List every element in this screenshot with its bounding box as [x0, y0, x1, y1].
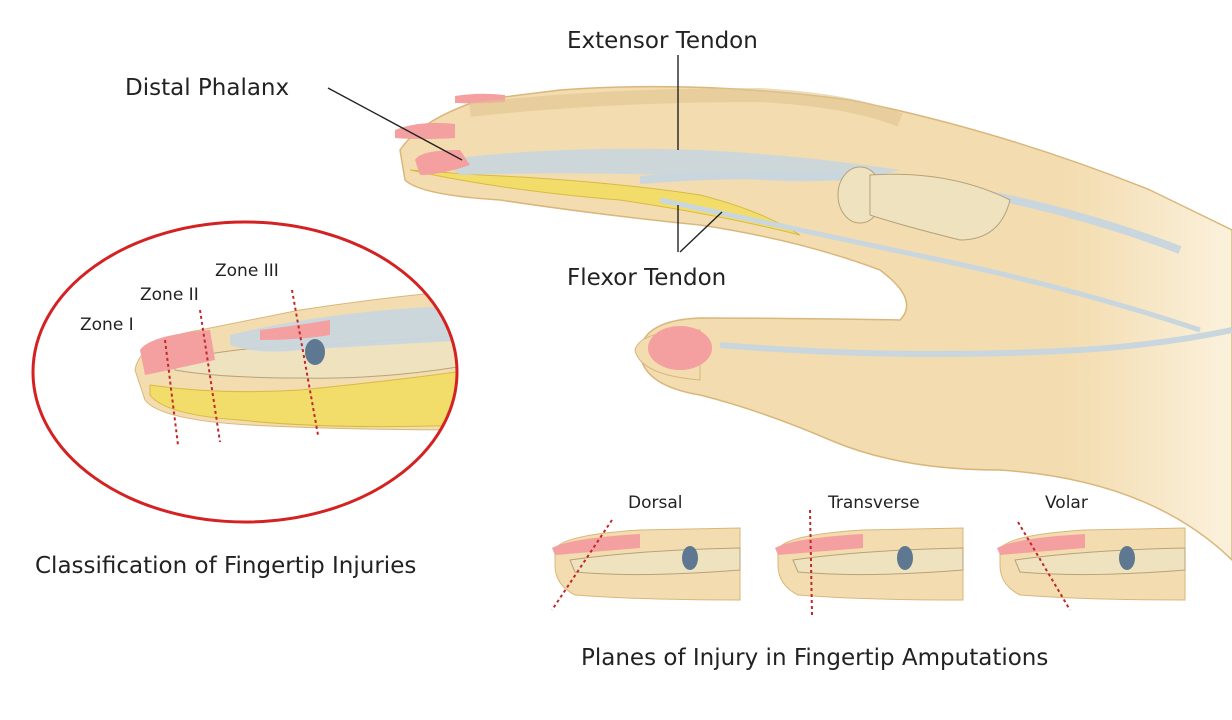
- caption-planes: Planes of Injury in Fingertip Amputation…: [581, 645, 1048, 671]
- label-transverse: Transverse: [827, 493, 920, 513]
- zone-3-line: [291, 289, 319, 436]
- label-zone-3: Zone III: [215, 261, 279, 281]
- hand-illustration: [395, 85, 1232, 562]
- label-extensor-tendon: Extensor Tendon: [567, 28, 758, 54]
- label-volar: Volar: [1045, 493, 1088, 513]
- label-zone-1: Zone I: [80, 315, 134, 335]
- caption-classification: Classification of Fingertip Injuries: [35, 553, 416, 579]
- zone-inset: [31, 220, 459, 524]
- label-distal-phalanx: Distal Phalanx: [125, 75, 289, 101]
- finger-transverse: [775, 509, 964, 616]
- zone-2-line: [199, 309, 221, 443]
- finger-volar: [997, 521, 1186, 611]
- label-flexor-tendon: Flexor Tendon: [567, 265, 726, 291]
- finger-dorsal: [551, 519, 741, 611]
- label-dorsal: Dorsal: [628, 493, 682, 513]
- thumb-nail: [648, 326, 712, 370]
- amputation-planes: [551, 509, 1186, 616]
- callout-lines: [327, 55, 723, 253]
- label-zone-2: Zone II: [140, 285, 199, 305]
- zoom-circle: [31, 220, 459, 524]
